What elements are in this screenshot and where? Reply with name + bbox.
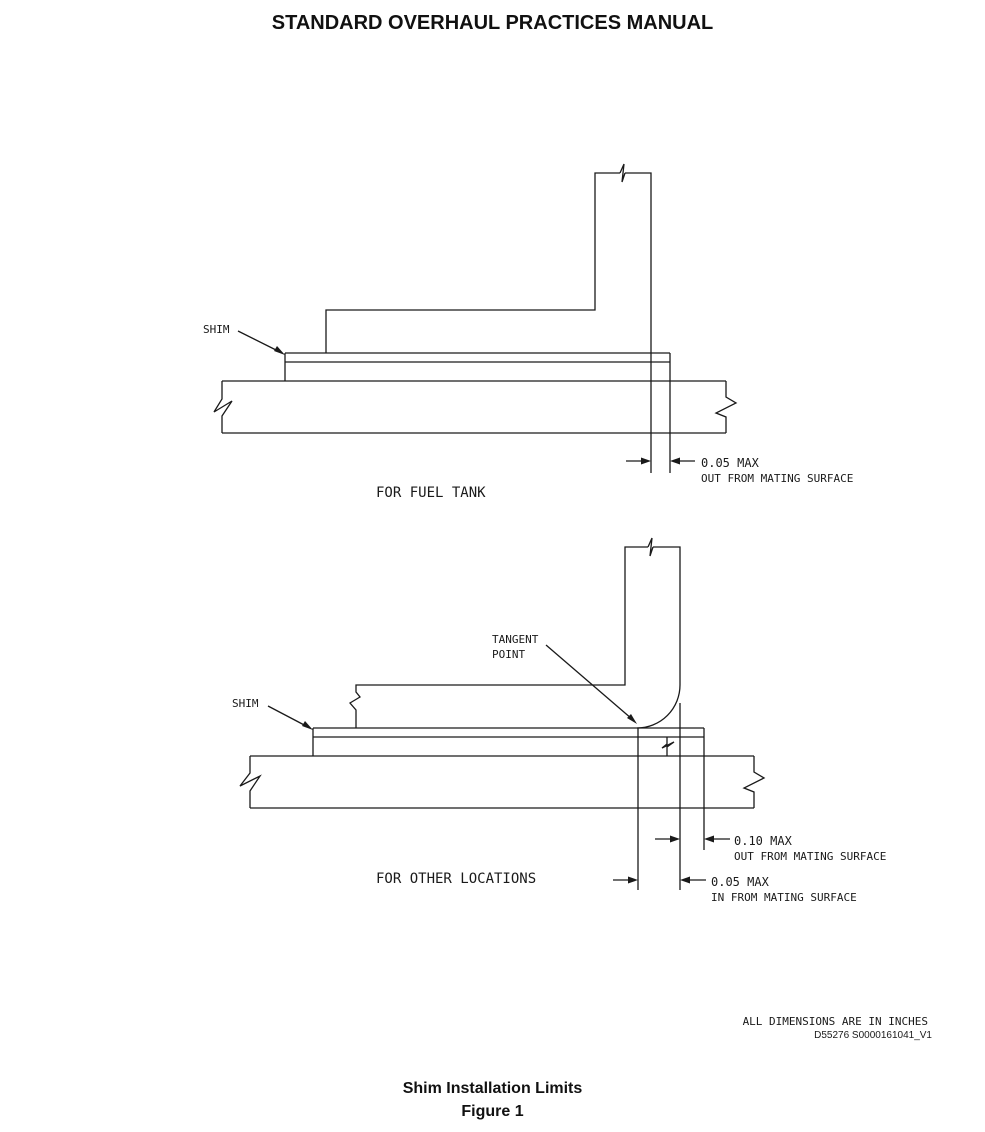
angle-part	[325, 172, 652, 353]
dimension-arrow	[628, 876, 638, 884]
break-symbol	[619, 163, 626, 183]
dimension-arrow	[704, 835, 714, 843]
leader-arrow	[302, 721, 313, 730]
shim	[284, 352, 671, 381]
dimension-arrow	[641, 457, 651, 465]
diagram-caption: FOR OTHER LOCATIONS	[376, 871, 536, 887]
figure-title: Shim Installation Limits	[402, 1080, 583, 1097]
dimension-description: OUT FROM MATING SURFACE	[734, 850, 886, 863]
diagram-caption: FOR FUEL TANK	[376, 485, 486, 501]
angle-part	[349, 546, 681, 729]
leader-arrow	[274, 346, 285, 355]
shim-label: SHIM	[232, 697, 259, 710]
figure-number: Figure 1	[461, 1103, 524, 1120]
dimension-arrow	[670, 457, 680, 465]
tangent-label: TANGENT	[492, 633, 539, 646]
units-note: ALL DIMENSIONS ARE IN INCHES	[743, 1015, 928, 1028]
base-structure	[239, 755, 766, 809]
base-structure	[213, 380, 738, 434]
tangent-label: POINT	[492, 648, 525, 661]
page-header: STANDARD OVERHAUL PRACTICES MANUAL	[271, 12, 714, 34]
shim-label: SHIM	[203, 323, 230, 336]
dimension-value: 0.05 MAX	[701, 456, 760, 470]
dimension-value: 0.05 MAX	[711, 875, 770, 889]
fuel-tank-diagram: SHIM 0.05 MAX OUT FROM MATING SURFACE FO…	[203, 163, 853, 501]
dimension-value: 0.10 MAX	[734, 834, 793, 848]
dimension-description: IN FROM MATING SURFACE	[711, 891, 857, 904]
drawing-reference: D55276 S0000161041_V1	[814, 1030, 932, 1041]
break-symbol	[661, 737, 675, 756]
break-symbol	[647, 537, 654, 557]
dimension-arrow	[680, 876, 690, 884]
shim	[312, 727, 705, 756]
other-locations-diagram: SHIM TANGENT POINT 0.10 MAX OUT FROM MAT…	[232, 537, 886, 904]
dimension-description: OUT FROM MATING SURFACE	[701, 472, 853, 485]
leader-arrow	[627, 714, 637, 724]
dimension-arrow	[670, 835, 680, 843]
